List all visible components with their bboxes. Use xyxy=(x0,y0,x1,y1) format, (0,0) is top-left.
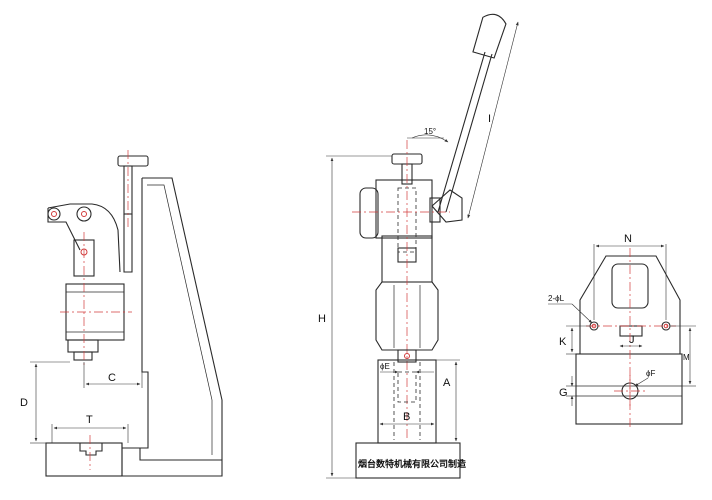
front-side-cap xyxy=(359,187,379,239)
side-pivot-2 xyxy=(76,206,92,222)
side-column-back xyxy=(142,177,223,460)
side-pivot-1 xyxy=(47,207,61,221)
side-t-slot xyxy=(79,443,103,456)
side-base-foot xyxy=(121,443,223,477)
side-guide xyxy=(123,214,133,273)
front-view: 15° I H A ϕE B 烟台数特机械有限公司制造 xyxy=(318,13,519,479)
front-lever-hub xyxy=(431,189,463,223)
front-lever-grip xyxy=(472,13,507,59)
label-f: ϕF xyxy=(646,369,655,378)
side-ram-tip xyxy=(73,351,93,361)
front-head-boss xyxy=(429,197,441,223)
label-t: T xyxy=(86,414,93,426)
side-lever-lower xyxy=(47,208,81,251)
side-view: C D T xyxy=(20,150,223,477)
manufacturer-text: 烟台数特机械有限公司制造 xyxy=(358,458,467,470)
label-angle: 15° xyxy=(424,127,436,136)
side-column-rib xyxy=(147,184,213,455)
label-e: ϕE xyxy=(380,362,390,371)
side-top-knob xyxy=(117,155,149,167)
side-column-front xyxy=(122,178,149,449)
label-i: I xyxy=(488,113,491,125)
top-base-plate xyxy=(575,353,683,425)
top-clamp xyxy=(619,325,643,337)
side-base-block xyxy=(45,442,123,477)
label-d: D xyxy=(20,397,28,409)
label-k: K xyxy=(559,336,567,348)
label-n: N xyxy=(624,233,632,245)
front-hidden-bore xyxy=(397,371,417,403)
front-lever-shaft xyxy=(437,51,493,213)
top-frame xyxy=(579,255,681,355)
side-lever-arm xyxy=(47,203,121,273)
label-h: H xyxy=(318,313,326,325)
label-a: A xyxy=(443,377,451,389)
top-view: N 2-ϕL K J M ϕF G xyxy=(548,233,696,430)
dim-f-leader xyxy=(634,377,649,387)
dim-angle-arc xyxy=(411,134,449,143)
label-b: B xyxy=(403,411,410,423)
front-head xyxy=(375,179,433,239)
front-ram-tip xyxy=(397,349,417,363)
label-m: M xyxy=(683,353,690,362)
label-l: 2-ϕL xyxy=(548,294,565,303)
label-j: J xyxy=(629,334,635,346)
side-pivot-2-hole xyxy=(81,211,87,217)
dim-i-line xyxy=(467,21,519,219)
side-ram-nose xyxy=(67,339,99,353)
label-c: C xyxy=(108,372,116,384)
label-g: G xyxy=(559,387,568,399)
side-pivot-1-hole xyxy=(51,211,57,217)
dim-l-leader xyxy=(571,303,593,324)
front-column-lower xyxy=(377,359,437,444)
front-ram-tip-hole xyxy=(404,353,410,359)
